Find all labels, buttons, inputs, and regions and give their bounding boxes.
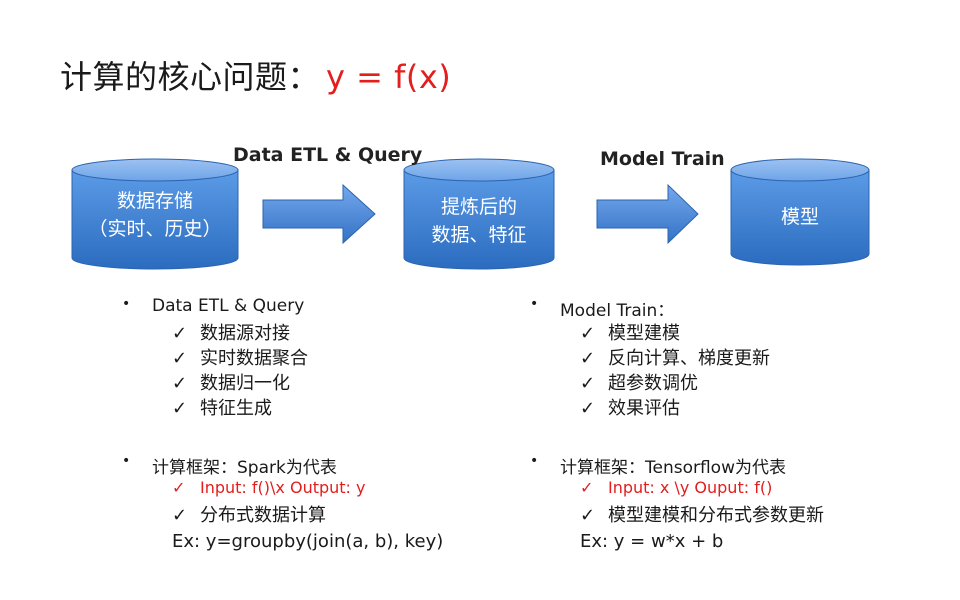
check-item: ✓ 超参数调优	[580, 369, 698, 395]
cylinder-label-line1: 数据存储	[116, 190, 193, 212]
right-column: • Model Train： ✓ 模型建模 ✓ 反向计算、梯度更新 ✓ 超参数调优 ✓…	[530, 296, 940, 566]
check-item-text: 超参数调优	[608, 373, 698, 394]
check-item-red: ✓ Input: x \y Ouput: f()	[580, 478, 772, 497]
cylinder-model	[730, 158, 870, 266]
check-item-text: 实时数据聚合	[200, 348, 308, 369]
check-item-text: Input: f()\x Output: y	[200, 478, 366, 497]
check-item: ✓ 反向计算、梯度更新	[580, 344, 770, 370]
check-icon: ✓	[580, 505, 596, 526]
check-icon: ✓	[172, 348, 188, 369]
cylinder-data-storage	[71, 158, 239, 270]
check-item: ✓ 数据归一化	[172, 369, 290, 395]
bullet-dot: •	[122, 453, 131, 469]
arrow-train-icon	[596, 183, 699, 245]
left-column: • Data ETL & Query ✓ 数据源对接 ✓ 实时数据聚合 ✓ 数据归一化…	[122, 296, 502, 566]
title-formula: y = f(x)	[326, 58, 452, 96]
check-icon: ✓	[172, 373, 188, 394]
cylinder-label-line2: （实时、历史）	[88, 218, 222, 240]
check-icon: ✓	[580, 373, 596, 394]
check-icon: ✓	[172, 478, 186, 497]
check-item-text: Input: x \y Ouput: f()	[608, 478, 773, 497]
bullet-text: Model Train：	[560, 301, 675, 321]
cylinder-label-line1: 模型	[780, 206, 819, 228]
check-item-text: 分布式数据计算	[200, 505, 326, 526]
check-icon: ✓	[580, 348, 596, 369]
bullet-dot: •	[530, 296, 539, 312]
check-icon: ✓	[580, 398, 596, 419]
bullet-text: Data ETL & Query	[152, 296, 305, 316]
check-item-text: 数据源对接	[200, 323, 290, 344]
check-icon: ✓	[172, 398, 188, 419]
bullet-dot: •	[530, 453, 539, 469]
cylinder-label-model: 模型	[731, 200, 869, 234]
check-item-text: 数据归一化	[200, 373, 290, 394]
bullet-text: 计算框架：Tensorflow为代表	[560, 458, 786, 478]
check-item: ✓ 特征生成	[172, 394, 272, 420]
check-item-text: 模型建模和分布式参数更新	[608, 505, 824, 526]
check-item: ✓ 模型建模	[580, 319, 680, 345]
cylinder-label-line1: 提炼后的	[440, 196, 517, 218]
check-item: ✓ 实时数据聚合	[172, 344, 308, 370]
check-icon: ✓	[172, 505, 188, 526]
bullet-dot: •	[122, 296, 131, 312]
check-item: ✓ 分布式数据计算	[172, 501, 326, 527]
check-icon: ✓	[580, 323, 596, 344]
check-item: ✓ 数据源对接	[172, 319, 290, 345]
cylinder-label-refined: 提炼后的 数据、特征	[404, 190, 554, 252]
check-item: ✓ 效果评估	[580, 394, 680, 420]
example-text: Ex: y = w*x + b	[580, 531, 724, 552]
check-icon: ✓	[172, 323, 188, 344]
check-item-red: ✓ Input: f()\x Output: y	[172, 478, 366, 497]
arrow-label-train: Model Train	[600, 148, 725, 170]
check-item-text: 反向计算、梯度更新	[608, 348, 770, 369]
check-item-text: 效果评估	[608, 398, 680, 419]
title-text: 计算的核心问题：	[60, 58, 321, 96]
bullet-text: 计算框架：Spark为代表	[152, 458, 337, 478]
check-item-text: 模型建模	[608, 323, 680, 344]
arrow-label-etl: Data ETL & Query	[233, 144, 423, 166]
page-title: 计算的核心问题：y = f(x)	[60, 52, 451, 98]
cylinder-refined-data	[403, 158, 555, 270]
check-item-text: 特征生成	[200, 398, 272, 419]
cylinder-label-storage: 数据存储 （实时、历史）	[72, 184, 238, 246]
cylinder-label-line2: 数据、特征	[431, 224, 527, 246]
check-item: ✓ 模型建模和分布式参数更新	[580, 501, 824, 527]
arrow-etl-icon	[262, 183, 376, 245]
check-icon: ✓	[580, 478, 594, 497]
example-text: Ex: y=groupby(join(a, b), key)	[172, 531, 444, 552]
